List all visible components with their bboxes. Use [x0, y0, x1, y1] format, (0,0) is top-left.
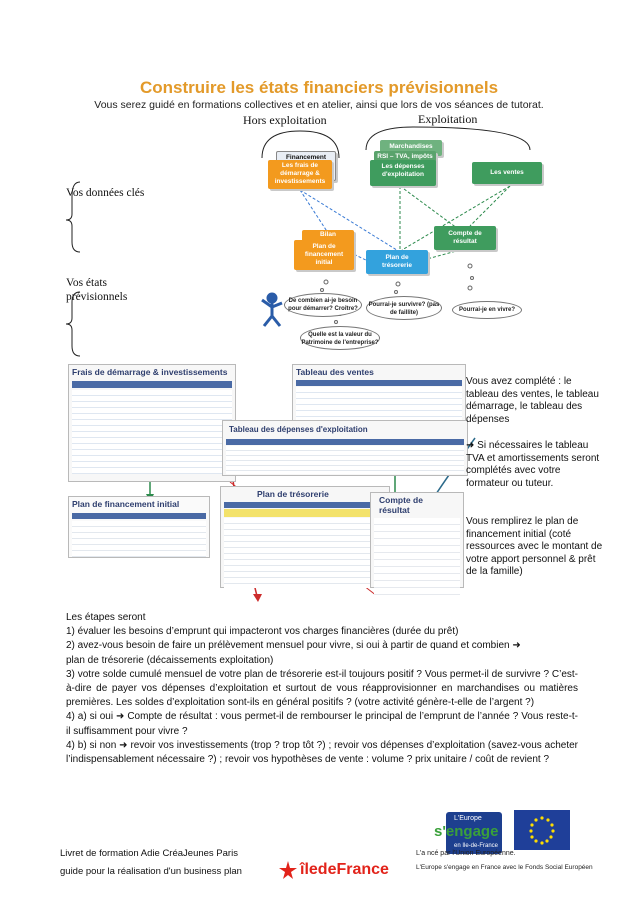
frais-box: Les frais de démarrage & investissements [268, 160, 332, 189]
bilan-box: Bilan [302, 230, 354, 242]
plan-financement-box: Plan de financement initial [294, 240, 354, 270]
iledefrance-logo: îledeFrance [278, 860, 398, 882]
sheet-resultat: Compte de résultat [370, 492, 464, 600]
eu-stars-icon [529, 816, 555, 845]
sheet-tresorerie: Plan de trésorerie [220, 486, 390, 588]
sheet-frais: Frais de démarrage & investissements [68, 364, 236, 482]
star-logo-icon [279, 861, 297, 879]
compte-resultat-box: Compte de résultat [434, 226, 496, 250]
depenses-box: Les dépenses d'exploitation [370, 160, 436, 186]
hors-exploitation-label: Hors exploitation [243, 113, 327, 127]
page-subtitle: Vous serez guidé en formations collectiv… [94, 99, 544, 111]
steps-section: Les étapes seront 1) évaluer les besoins… [66, 612, 579, 766]
cofinancement-text: L'a ncé par l'Union Européenne. [416, 850, 516, 857]
plan-tresorerie-box: Plan de trésorerie [366, 250, 428, 274]
note-tva: ➜ Si nécessaires le tableau TVA et amort… [466, 440, 600, 489]
side-label-etats: Vos états prévisionnels [66, 277, 128, 303]
page-title: Construire les états financiers prévisio… [139, 78, 499, 97]
sheet-ventes: Tableau des ventes [292, 364, 466, 424]
arrow-right-icon: ➜ [466, 440, 478, 451]
question-vivre-bubble: Pourrai-je en vivre? [452, 301, 522, 319]
person-icon [261, 292, 283, 327]
arrow-right-icon: ➜ [116, 711, 125, 723]
eu-flag [514, 810, 570, 850]
europe-engage-logo: L'Europe s'engage en Ile-de-France [432, 812, 502, 856]
sheet-depenses: Tableau des dépenses d'exploitation [222, 420, 468, 476]
arrow-right-icon: ➜ [512, 640, 521, 652]
footer-line-2: guide pour la réalisation d'un business … [60, 866, 242, 877]
question-survivre-bubble: Pourrai-je survivre? (pas de faillite) [366, 296, 442, 320]
note-completed: Vous avez complété : le tableau des vent… [466, 376, 599, 425]
arrow-right-icon: ➜ [119, 739, 128, 751]
question-combien-bubble: De combien ai-je besoin pour démarrer? C… [284, 293, 362, 317]
ventes-box: Les ventes [472, 162, 542, 184]
footer-line-1: Livret de formation Adie CréaJeunes Pari… [60, 848, 238, 859]
note-plan-financement: Vous remplirez le plan de financement in… [466, 516, 603, 578]
side-label-donnees: Vos données clés [66, 187, 145, 199]
sheet-plan-financement: Plan de financement initial [68, 496, 210, 558]
fse-text: L'Europe s'engage en France avec le Fond… [416, 864, 593, 871]
question-valeur-bubble: Quelle est la valeur du Patrimoine de l'… [300, 326, 380, 350]
exploitation-label: Exploitation [418, 112, 478, 126]
